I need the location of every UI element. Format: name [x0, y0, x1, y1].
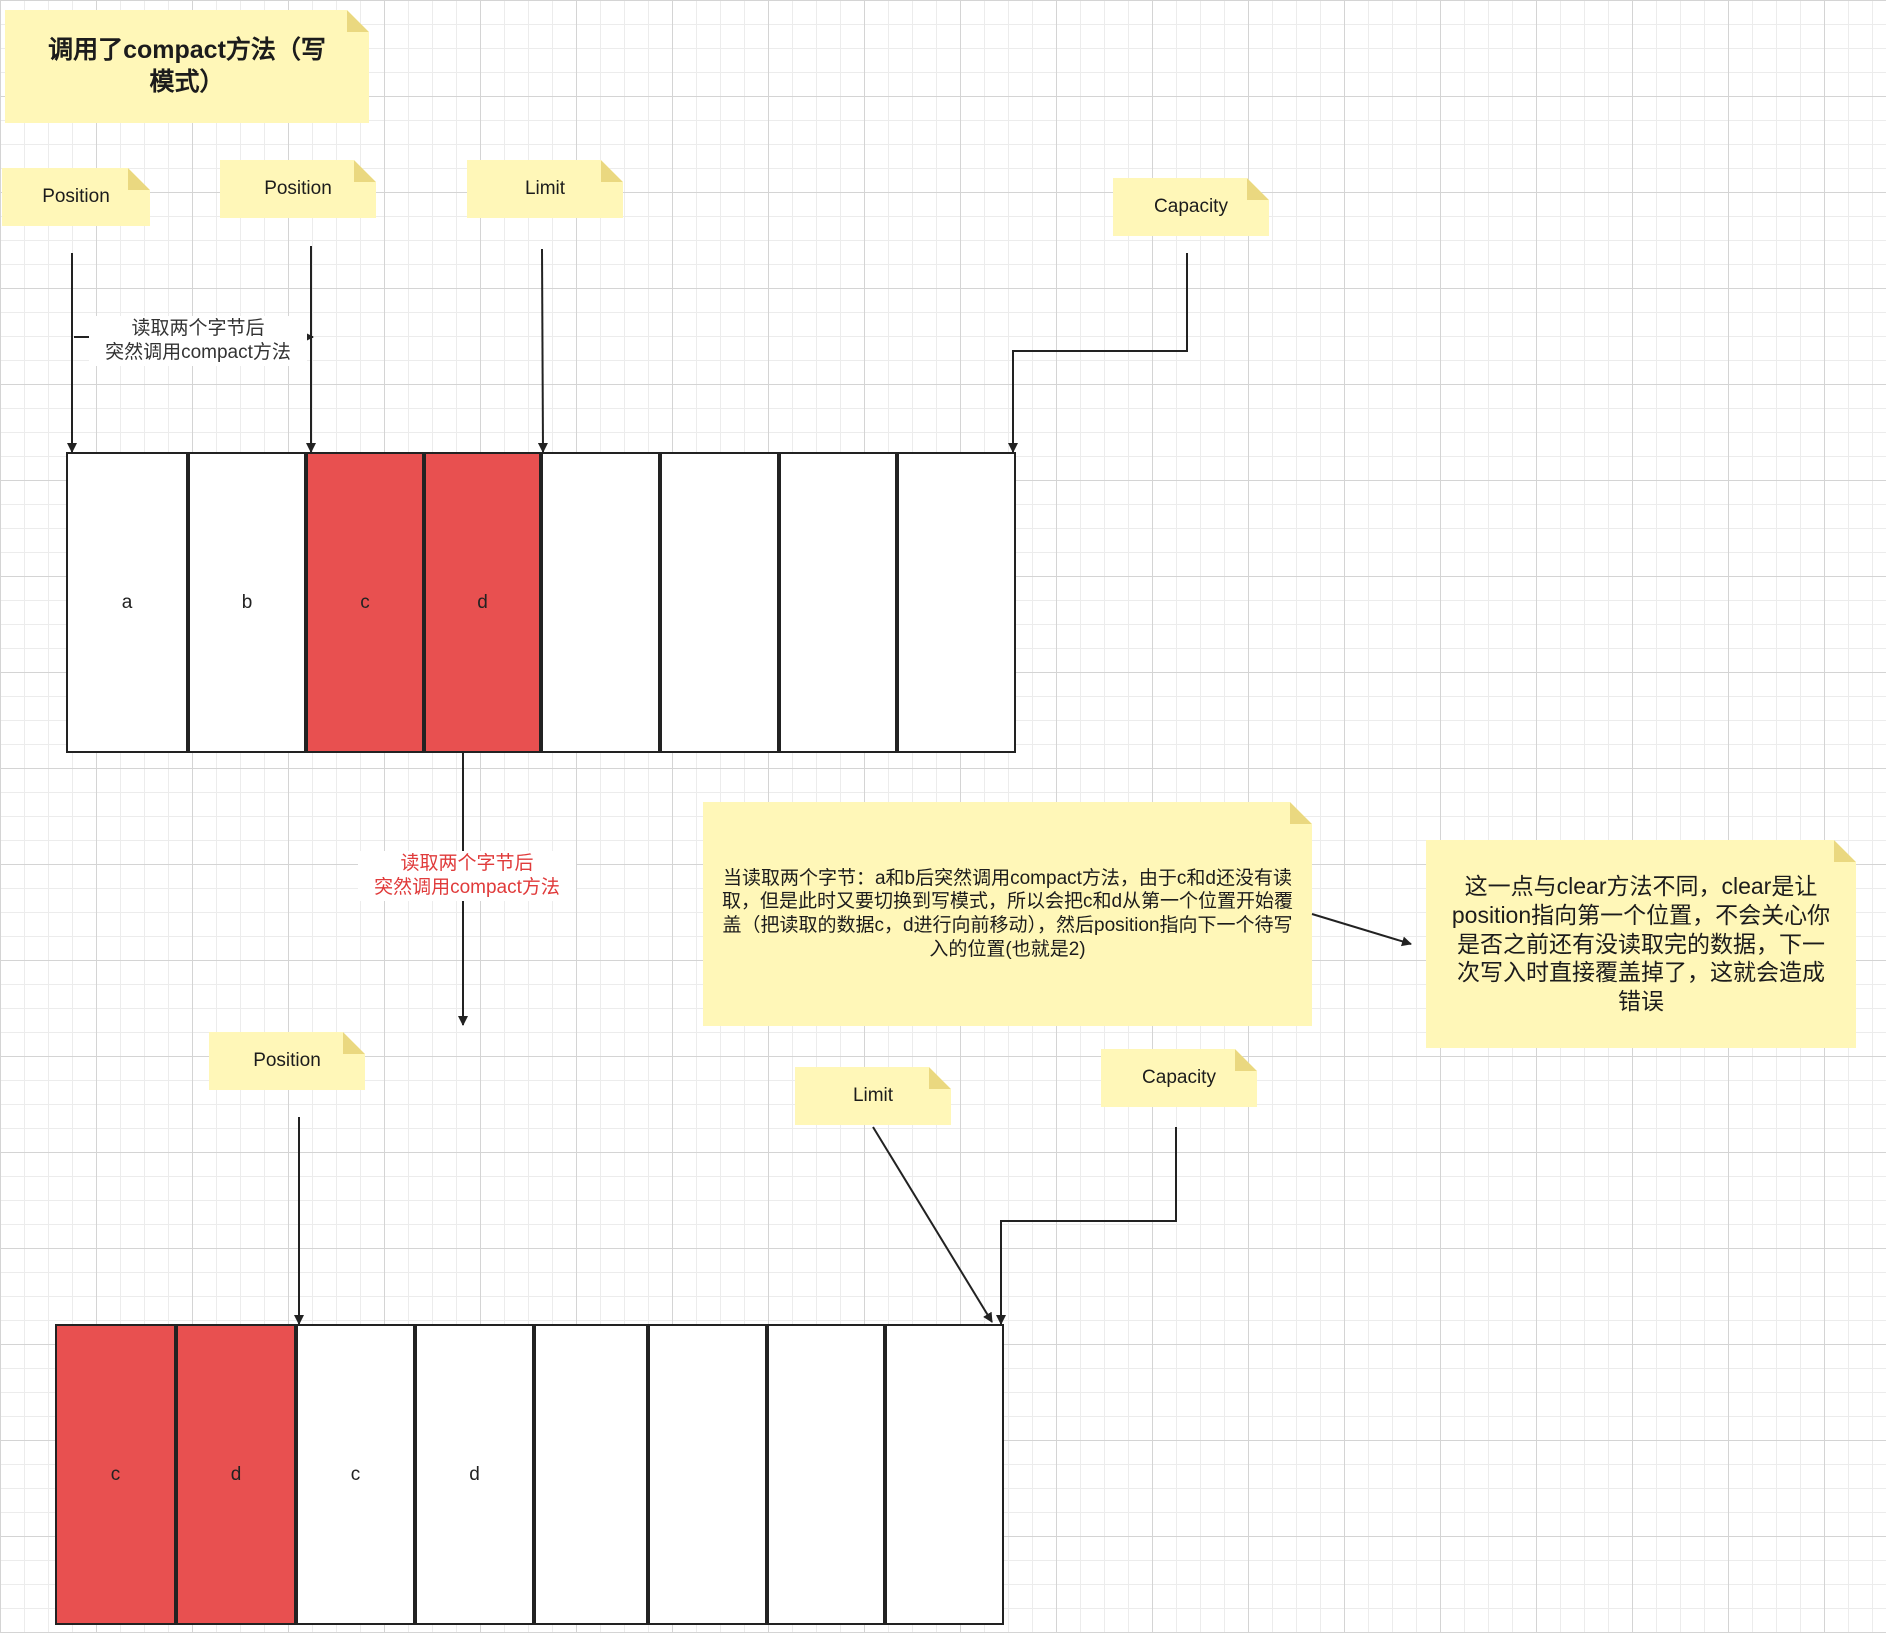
- top-buffer-cell-6: [779, 452, 897, 753]
- top-buffer-cell-7: [897, 452, 1016, 753]
- arrow-capacity-top: [1008, 253, 1188, 453]
- top-buffer-cell-2: c: [306, 452, 424, 753]
- top-buffer-cell-5: [660, 452, 779, 753]
- limit-label-top: Limit: [467, 160, 623, 218]
- capacity-label-top-text: Capacity: [1154, 196, 1228, 218]
- arrow-limit-bottom: [872, 1126, 993, 1323]
- compact-explanation-text: 当读取两个字节：a和b后突然调用compact方法，由于c和d还没有读取，但是此…: [721, 867, 1294, 960]
- top-buffer-cell-2-text: c: [360, 591, 370, 613]
- compact-explanation-note: 当读取两个字节：a和b后突然调用compact方法，由于c和d还没有读取，但是此…: [703, 802, 1312, 1026]
- clear-comparison-note: 这一点与clear方法不同，clear是让position指向第一个位置，不会关…: [1426, 840, 1856, 1048]
- position-label-bottom: Position: [209, 1032, 365, 1090]
- bottom-buffer-cell-3: d: [415, 1324, 534, 1625]
- position-label-after-read: Position: [220, 160, 376, 218]
- top-buffer-cell-0-text: a: [121, 591, 133, 613]
- top-buffer-cell-0: a: [66, 452, 188, 753]
- bottom-buffer-cell-7: [885, 1324, 1004, 1625]
- arrow-note-link: [1311, 913, 1412, 947]
- bottom-buffer-cell-6: [767, 1324, 885, 1625]
- limit-label-top-text: Limit: [524, 178, 566, 200]
- edge-label-read-compact-top-line1: 读取两个字节后: [131, 318, 265, 339]
- edge-label-read-compact-top: 读取两个字节后 突然调用compact方法: [89, 316, 307, 366]
- top-buffer-cell-3: d: [424, 452, 541, 753]
- clear-comparison-text: 这一点与clear方法不同，clear是让position指向第一个位置，不会关…: [1451, 873, 1831, 1015]
- limit-label-bottom-text: Limit: [852, 1085, 894, 1107]
- position-label-bottom-text: Position: [253, 1050, 321, 1072]
- edge-label-read-compact-mid-line2: 突然调用compact方法: [374, 876, 560, 898]
- position-label-initial: Position: [2, 168, 150, 226]
- arrow-capacity-bottom: [996, 1127, 1177, 1325]
- bottom-buffer-cell-0-text: c: [110, 1463, 121, 1485]
- bottom-buffer-cell-4: [534, 1324, 648, 1625]
- bottom-buffer-cell-5: [648, 1324, 767, 1625]
- edge-label-read-compact-mid: 读取两个字节后 突然调用compact方法: [358, 851, 576, 901]
- top-buffer-cell-3-text: d: [477, 591, 488, 613]
- edge-label-read-compact-mid-line1: 读取两个字节后: [400, 853, 534, 874]
- limit-label-bottom: Limit: [795, 1067, 951, 1125]
- top-buffer-cell-1: b: [188, 452, 306, 753]
- bottom-buffer-cell-2-text: c: [350, 1463, 361, 1485]
- title-note: 调用了compact方法（写模式）: [5, 10, 369, 123]
- capacity-label-top: Capacity: [1113, 178, 1269, 236]
- position-label-after-read-text: Position: [264, 178, 332, 200]
- bottom-buffer-cell-0: c: [55, 1324, 176, 1625]
- bottom-buffer-cell-3-text: d: [469, 1463, 480, 1485]
- capacity-label-bottom: Capacity: [1101, 1049, 1257, 1107]
- bottom-buffer-cell-2: c: [296, 1324, 415, 1625]
- arrow-limit-top: [537, 248, 548, 453]
- title-text: 调用了compact方法（写模式）: [48, 36, 326, 96]
- position-label-initial-text: Position: [42, 186, 110, 208]
- top-buffer-cell-1-text: b: [241, 591, 253, 613]
- bottom-buffer-cell-1-text: d: [230, 1463, 242, 1485]
- bottom-buffer-cell-1: d: [176, 1324, 296, 1625]
- edge-label-read-compact-top-line2: 突然调用compact方法: [105, 341, 291, 363]
- top-buffer-cell-4: [541, 452, 660, 753]
- capacity-label-bottom-text: Capacity: [1142, 1067, 1216, 1089]
